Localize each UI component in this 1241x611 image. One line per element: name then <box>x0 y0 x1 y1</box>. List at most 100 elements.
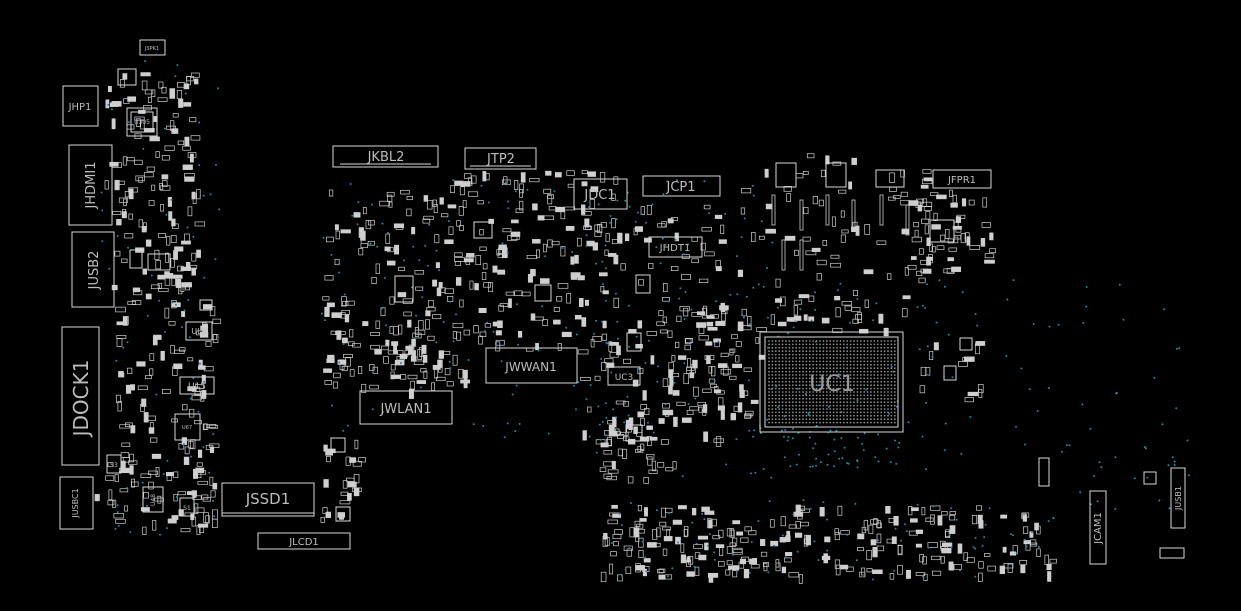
bga-ball <box>825 353 828 356</box>
smd-part <box>666 529 671 540</box>
jfpr1-connector[interactable]: JFPR1 <box>932 169 992 189</box>
via <box>792 326 795 329</box>
via <box>218 208 221 211</box>
via <box>189 397 192 400</box>
via <box>647 339 650 342</box>
bga-ball <box>774 408 777 410</box>
bga-ball <box>774 414 777 417</box>
jhdmi1-connector[interactable]: JHDMI1 <box>68 144 113 226</box>
jlcd1-connector[interactable]: JLCD1 <box>257 532 351 550</box>
bga-ball <box>839 370 842 373</box>
bga-ball <box>822 374 825 376</box>
smd-part <box>958 361 968 367</box>
smd-part <box>834 559 841 569</box>
jhdt1-connector[interactable]: JHDT1 <box>648 236 703 258</box>
smd-part <box>786 317 795 322</box>
via <box>506 251 509 254</box>
bga-ball <box>768 384 770 387</box>
via <box>822 501 825 504</box>
bga-ball <box>883 343 886 346</box>
jusb2-connector[interactable]: JUSB2 <box>71 231 115 308</box>
s1-switch[interactable]: S1 <box>179 497 195 517</box>
jusb1-connector[interactable]: JUSB1 <box>1170 467 1186 529</box>
jhp1-connector[interactable]: JHP1 <box>62 85 99 127</box>
via <box>784 429 787 432</box>
smd-part <box>663 536 673 542</box>
bga-ball <box>883 377 886 380</box>
bga-ball <box>870 377 872 380</box>
jwwan1-connector[interactable]: JWWAN1 <box>485 347 578 384</box>
u67-chip[interactable]: U67 <box>174 413 201 441</box>
uc3-chip[interactable]: UC3 <box>607 366 641 386</box>
bga-ball <box>805 357 808 359</box>
jssd1-connector[interactable]: JSSD1 <box>221 482 315 517</box>
jcam1-connector[interactable]: JCAM1 <box>1089 490 1107 565</box>
smd-part <box>452 331 457 339</box>
jcp1-connector[interactable]: JCP1 <box>642 175 721 197</box>
smd-part <box>662 403 670 409</box>
smd-part <box>859 571 866 578</box>
jusbc1-connector[interactable]: JUSBC1 <box>59 476 94 530</box>
bga-ball <box>856 343 859 346</box>
via <box>517 343 520 346</box>
bga-ball <box>883 367 886 370</box>
jdock1-connector[interactable]: JDOCK1 <box>61 326 100 466</box>
smd-part <box>173 471 179 479</box>
smd-part <box>124 422 133 427</box>
bga-ball <box>778 367 781 370</box>
bga-ball <box>774 394 777 397</box>
smd-part <box>945 529 950 537</box>
bga-ball <box>832 367 835 370</box>
u15-chip[interactable]: U15 <box>179 376 215 395</box>
smd-part <box>145 293 152 300</box>
via <box>1048 387 1051 389</box>
bga-ball <box>822 408 825 410</box>
ul5-chip[interactable]: UL5 <box>185 321 213 341</box>
bga-ball <box>785 357 787 359</box>
bga-ball <box>873 370 876 373</box>
smd-part <box>706 355 711 365</box>
bga-ball <box>856 414 859 417</box>
smd-part <box>821 317 830 324</box>
via <box>895 462 898 465</box>
smd-part <box>578 298 584 308</box>
bga-ball <box>866 374 869 376</box>
inductor-part <box>771 194 776 226</box>
bga-ball <box>853 374 855 376</box>
via <box>826 518 828 521</box>
via <box>667 512 670 514</box>
jdc1-connector[interactable]: JDC1 <box>573 178 628 210</box>
jdock1-label: JDOCK1 <box>69 360 93 439</box>
bga-ball <box>798 340 801 342</box>
smd-part <box>160 350 165 361</box>
via <box>713 379 716 382</box>
bga-ball <box>791 350 794 353</box>
u48-chip[interactable]: U48 <box>142 486 164 513</box>
jwlan1-connector[interactable]: JWLAN1 <box>359 390 453 425</box>
smd-part <box>436 287 442 297</box>
jspk1-connector[interactable]: JSPK1 <box>139 39 166 56</box>
smd-part <box>978 520 984 529</box>
smd-part <box>107 500 115 506</box>
via <box>418 259 421 262</box>
jtp2-connector[interactable]: JTP2 <box>464 147 537 170</box>
bga-ball <box>873 384 876 387</box>
bga-ball <box>808 414 811 417</box>
smd-part <box>722 366 729 376</box>
bga-ball <box>829 357 832 359</box>
jkbl2-connector[interactable]: JKBL2 <box>332 145 439 168</box>
s3-switch[interactable]: S3 <box>106 454 122 474</box>
smd-part <box>741 556 750 563</box>
via <box>449 367 452 370</box>
bga-ball <box>893 411 896 414</box>
bga-ball <box>839 421 842 424</box>
via <box>791 437 794 440</box>
smd-part <box>609 512 620 517</box>
bga-ball <box>829 377 832 380</box>
bga-ball <box>853 401 855 404</box>
smd-part <box>613 297 619 308</box>
uc1-cpu-bga[interactable]: UC1 <box>759 331 904 433</box>
smd-part <box>158 81 164 89</box>
u305-chip[interactable]: U305 <box>126 107 158 137</box>
via <box>641 540 644 543</box>
